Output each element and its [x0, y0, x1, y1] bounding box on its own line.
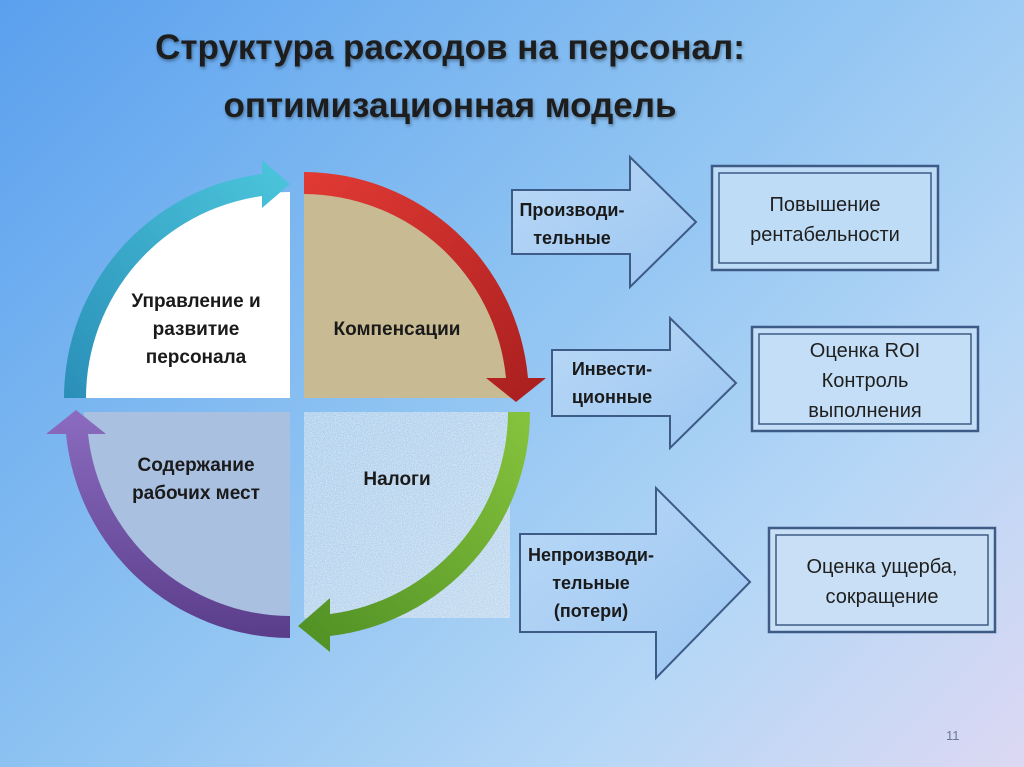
quadrant-label-line: Содержание — [137, 455, 255, 476]
result-text-line: рентабельности — [750, 224, 900, 246]
arrow-red-curved — [304, 172, 546, 402]
category-label-line: Непроизводи- — [528, 545, 654, 565]
category-label-line: Инвести- — [571, 359, 653, 379]
quadrant-taxes — [304, 412, 510, 618]
quadrant-workplace — [84, 412, 290, 618]
category-arrow-investment — [551, 315, 738, 451]
arrow-green-curved — [298, 412, 530, 652]
result-text-profitability: Повышение рентабельности — [712, 190, 938, 250]
quadrant-label-line: Налоги — [363, 469, 431, 490]
category-label-line: тельные — [533, 228, 611, 248]
quadrant-label-line: персонала — [145, 347, 247, 368]
quadrant-management — [84, 192, 290, 398]
category-label-line: тельные — [552, 573, 630, 593]
category-arrow-productive — [511, 154, 698, 290]
result-text-line: Оценка ущерба, — [806, 556, 958, 578]
result-text-line: Повышение — [769, 194, 881, 216]
quadrant-label-line: развитие — [152, 319, 240, 340]
result-box-roi — [750, 325, 980, 433]
arrow-purple-curved — [46, 410, 290, 638]
result-text-line: Оценка ROI — [809, 340, 921, 362]
result-text-damage: Оценка ущерба, сокращение — [769, 552, 995, 612]
quadrant-label-compensation: Компенсации — [304, 316, 490, 344]
page-number: 11 — [946, 728, 960, 743]
quadrant-compensation — [304, 192, 510, 398]
slide-title-line1: Структура расходов на персонал: — [155, 28, 745, 67]
result-text-line: сокращение — [825, 586, 939, 608]
quadrant-label-taxes: Налоги — [304, 466, 490, 494]
category-label-investment: Инвести- ционные — [552, 355, 672, 411]
slide-title-line2: оптимизационная модель — [223, 86, 677, 125]
result-text-roi: Оценка ROI Контроль выполнения — [752, 336, 978, 426]
category-arrow-unproductive — [519, 485, 752, 681]
category-label-line: Производи- — [519, 200, 625, 220]
quadrant-label-management: Управление и развитие персонала — [98, 288, 294, 372]
category-label-productive: Производи- тельные — [512, 196, 632, 252]
quadrant-label-line: рабочих мест — [132, 483, 260, 504]
quadrant-label-line: Компенсации — [333, 319, 461, 340]
category-label-line: (потери) — [553, 601, 629, 621]
quadrant-label-line: Управление и — [131, 291, 261, 312]
result-text-line: выполнения — [808, 400, 922, 422]
result-box-profitability — [710, 164, 940, 272]
result-text-line: Контроль — [821, 370, 909, 392]
arrow-teal-curved — [64, 160, 290, 398]
quadrant-label-workplace: Содержание рабочих мест — [98, 452, 294, 508]
result-box-damage — [767, 526, 997, 634]
category-label-line: ционные — [571, 387, 653, 407]
category-label-unproductive: Непроизводи- тельные (потери) — [522, 541, 660, 625]
